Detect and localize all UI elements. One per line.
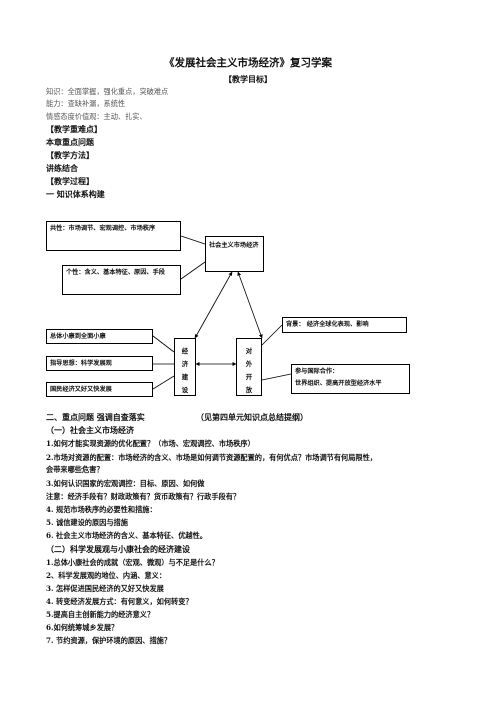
- line-national: [152, 375, 175, 390]
- box-background: 背景： 经济全球化表现、影响: [282, 317, 407, 333]
- line-background: [261, 324, 283, 346]
- list-item: 1.如何才能实现资源的优化配置？（市场、宏观调控、市场秩序）: [46, 439, 255, 448]
- list-item: 2、科学发展观的地位、内涵、意义：: [46, 571, 167, 580]
- intl-detail: 世界组织、提高开放型经济水平: [295, 380, 382, 387]
- list-item: 注意：经济手段有？财政政策有？货币政策有？行政手段有？: [46, 492, 241, 501]
- part1-heading: 一 知识体系构建: [46, 189, 105, 199]
- duiwai-char-4: 放: [245, 386, 253, 394]
- list-item: 3.如何认识国家的宏观调控：目标、原因、如何做: [46, 479, 205, 488]
- list-item: 1.总体小康社会的成就（宏观、微观）与不足是什么？: [46, 558, 219, 567]
- goals-header: 【教学目标】: [224, 74, 272, 84]
- list-item: 5.提高自主创新能力的经济意义？: [46, 610, 155, 619]
- arrow-market-duiwai: [237, 271, 263, 339]
- list-item: 5. 诚信建设的原因与措施: [46, 518, 128, 527]
- duiwai-char-2: 外: [245, 360, 253, 368]
- jingji-char-4: 设: [181, 386, 189, 394]
- box-opening-up: 对 外 开 放: [236, 338, 262, 396]
- line-xiaokang: [152, 335, 175, 353]
- goal-knowledge: 知识：全面掌握，强化重点，突破难点: [46, 87, 169, 96]
- intl-label: 参与国际合作：: [295, 368, 339, 375]
- box-xiaokang: 总体小康到全面小康: [46, 329, 153, 344]
- process-header: 【教学过程】: [46, 176, 94, 186]
- key-text: 本章重点问题: [46, 137, 94, 147]
- box-common: 共性：市场调节、宏观调控、市场秩序: [46, 221, 181, 251]
- box-individual: 个性：含义、基本特征、原因、手段: [62, 265, 181, 295]
- part2-heading: 二、重点问题 强调自查落实: [46, 412, 145, 422]
- method-text: 讲练结合: [46, 163, 78, 173]
- list-item: 4. 规范市场秩序的必要性和措施：: [46, 505, 157, 514]
- goal-attitude: 情感态度价值观：主动、扎实、: [46, 112, 147, 121]
- list-item: 6. 社会主义市场经济的含义、基本特征、优越性。: [46, 531, 207, 540]
- goal-ability: 能力：查缺补漏，系统性: [46, 99, 126, 108]
- part2-note: （见第四单元知识点总结提纲）: [196, 412, 308, 422]
- box-economic-construction: 经 济 建 设: [174, 338, 196, 396]
- line-common-to-market: [180, 235, 206, 245]
- jingji-char-3: 建: [181, 373, 189, 381]
- box-national-economy: 国民经济又好又快发展: [46, 382, 153, 397]
- duiwai-char-3: 开: [245, 373, 253, 381]
- box-socialist-market-economy: 社会主义市场经济: [205, 236, 264, 272]
- jingji-char-1: 经: [181, 347, 189, 355]
- key-header: 【教学重难点】: [46, 124, 102, 134]
- page-title: 《发展社会主义市场经济》复习学案: [164, 57, 332, 69]
- list-item: 3. 怎样促进国民经济的又好又快发展: [46, 584, 164, 593]
- box-guiding-ideology: 指导思想：科学发展观: [46, 356, 153, 371]
- sub1-heading: （一）社会主义市场经济: [46, 425, 134, 435]
- duiwai-char-1: 对: [245, 347, 253, 355]
- list-item: 会带来哪些危害？: [46, 465, 104, 474]
- sub2-heading: （二）科学发展观与小康社会的经济建设: [46, 544, 190, 554]
- list-item: 2.市场对资源的配置：市场经济的含义、市场是如何调节资源配置的，有何优点？市场调…: [46, 453, 377, 462]
- line-individual-to-market: [180, 261, 206, 280]
- list-item: 6.如何统筹城乡发展？: [46, 623, 119, 632]
- list-item: 7. 节约资源，保护环境的原因、措施？: [46, 636, 172, 645]
- box-intl-cooperation: 参与国际合作： 世界组织、提高开放型经济水平: [291, 364, 410, 394]
- method-header: 【教学方法】: [46, 150, 94, 160]
- jingji-char-2: 济: [181, 360, 189, 368]
- list-item: 4. 转变经济发展方式：有何意义，如何转变？: [46, 597, 193, 606]
- line-intl: [261, 373, 292, 381]
- arrow-market-jingji: [194, 271, 233, 339]
